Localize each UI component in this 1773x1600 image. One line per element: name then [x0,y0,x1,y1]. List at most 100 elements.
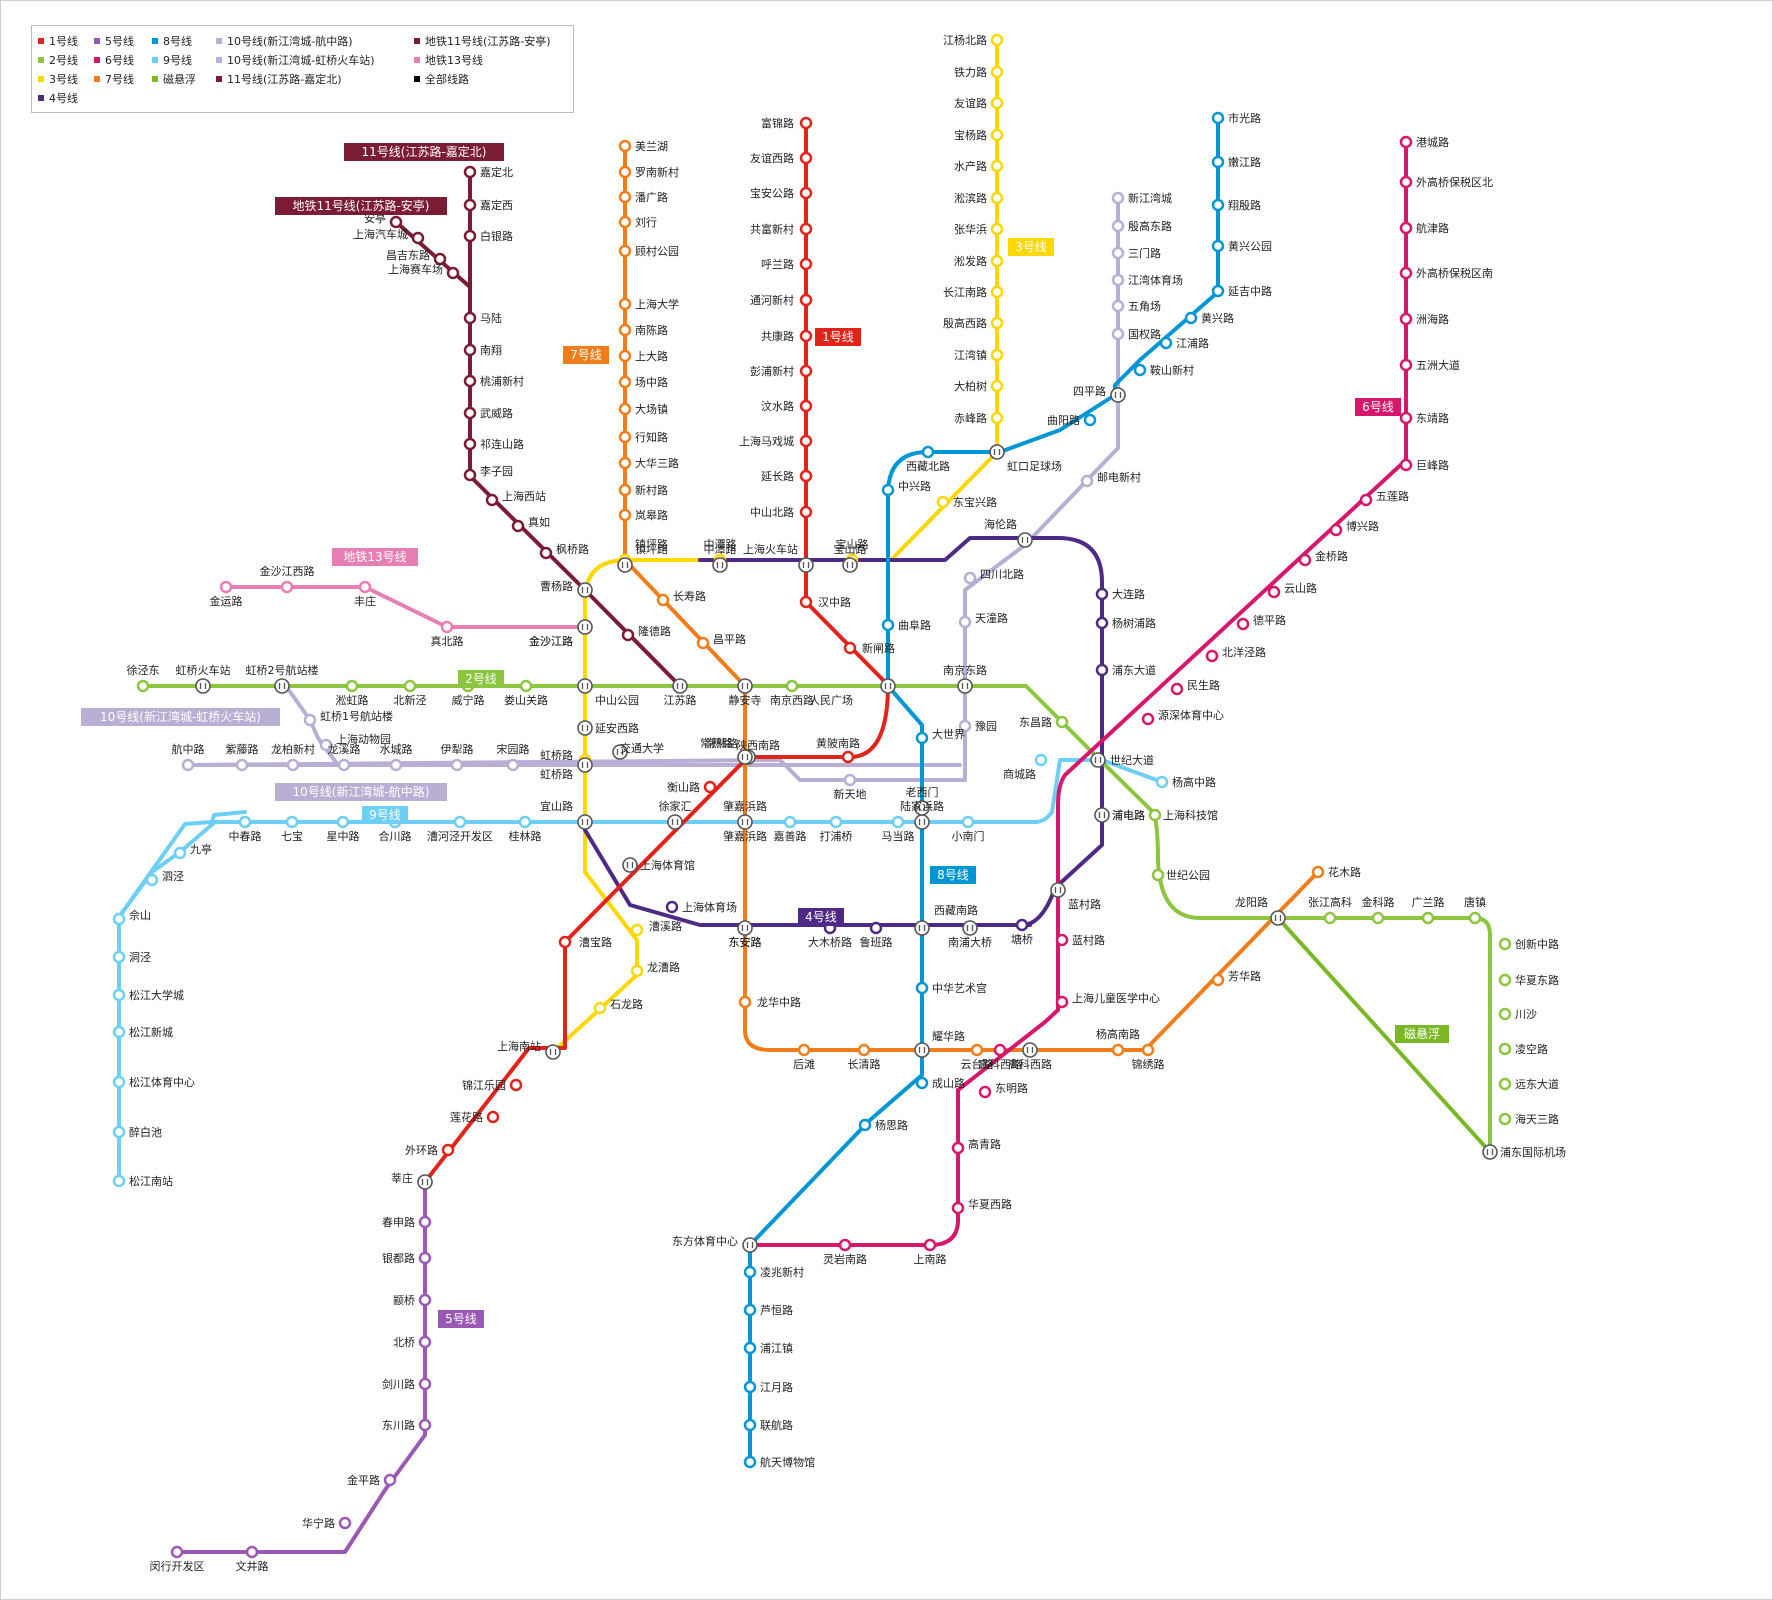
station-dot[interactable] [743,1418,757,1432]
station-dot[interactable] [993,1043,1007,1057]
station-dot[interactable] [1211,111,1225,125]
station-dot[interactable] [463,165,477,179]
legend-item[interactable]: 全部线路 [414,71,469,87]
station-dot[interactable] [1236,617,1250,631]
interchange-station[interactable] [1094,807,1110,823]
station-dot[interactable] [1111,299,1125,313]
station-dot[interactable] [618,349,632,363]
interchange-station[interactable] [577,814,593,830]
station-dot[interactable] [958,719,972,733]
legend-item[interactable]: 地铁11号线(江苏路-安亭) [414,33,551,49]
line-tag[interactable]: 11号线(江苏路-嘉定北) [344,143,504,161]
interchange-station[interactable] [672,678,688,694]
station-dot[interactable] [1498,1042,1512,1056]
station-dot[interactable] [743,1265,757,1279]
station-dot[interactable] [463,374,477,388]
line-tag[interactable]: 2号线 [458,670,504,688]
station-dot[interactable] [783,815,797,829]
legend-item[interactable]: 4号线 [38,90,78,106]
station-dot[interactable] [618,456,632,470]
station-dot[interactable] [1211,198,1225,212]
station-dot[interactable] [1399,312,1413,326]
station-dot[interactable] [618,165,632,179]
station-dot[interactable] [857,1043,871,1057]
interchange-station[interactable] [274,678,290,694]
station-dot[interactable] [630,964,644,978]
station-dot[interactable] [319,738,333,752]
interchange-station[interactable] [195,678,211,694]
station-dot[interactable] [1184,311,1198,325]
interchange-station[interactable] [737,814,753,830]
station-dot[interactable] [881,483,895,497]
station-dot[interactable] [485,493,499,507]
line-tag[interactable]: 1号线 [815,328,861,346]
line-tag[interactable]: 8号线 [930,866,976,884]
interchange-station[interactable] [989,444,1005,460]
station-dot[interactable] [797,1043,811,1057]
station-dot[interactable] [881,618,895,632]
line-tag[interactable]: 5号线 [438,1310,484,1328]
legend-item[interactable]: 9号线 [152,52,192,68]
station-dot[interactable] [463,406,477,420]
station-dot[interactable] [1055,933,1069,947]
station-dot[interactable] [990,96,1004,110]
station-dot[interactable] [1211,973,1225,987]
interchange-station[interactable] [798,557,814,573]
station-dot[interactable] [696,636,710,650]
station-dot[interactable] [970,1043,984,1057]
station-dot[interactable] [1421,911,1435,925]
legend-item[interactable]: 7号线 [94,71,134,87]
station-dot[interactable] [799,469,813,483]
station-dot[interactable] [618,190,632,204]
station-dot[interactable] [486,1110,500,1124]
station-dot[interactable] [539,546,553,560]
legend-item[interactable]: 5号线 [94,33,134,49]
station-dot[interactable] [1298,553,1312,567]
station-dot[interactable] [923,1238,937,1252]
station-dot[interactable] [1055,715,1069,729]
station-dot[interactable] [440,620,454,634]
station-dot[interactable] [1155,775,1169,789]
station-dot[interactable] [1055,995,1069,1009]
legend-item[interactable]: 1号线 [38,33,78,49]
station-dot[interactable] [338,1516,352,1530]
station-dot[interactable] [1151,868,1165,882]
station-dot[interactable] [418,1293,432,1307]
station-dot[interactable] [286,758,300,772]
station-dot[interactable] [990,159,1004,173]
station-dot[interactable] [181,758,195,772]
interchange-station[interactable] [737,749,753,765]
interchange-station[interactable] [1270,910,1286,926]
station-dot[interactable] [799,186,813,200]
station-dot[interactable] [618,508,632,522]
station-dot[interactable] [383,1473,397,1487]
station-dot[interactable] [418,1335,432,1349]
station-dot[interactable] [1083,413,1097,427]
station-dot[interactable] [145,873,159,887]
station-dot[interactable] [112,1174,126,1188]
station-dot[interactable] [1133,363,1147,377]
legend-item[interactable]: 10号线(新江湾城-航中路) [216,33,353,49]
station-dot[interactable] [841,750,855,764]
station-dot[interactable] [1267,585,1281,599]
interchange-station[interactable] [577,678,593,694]
line-tag[interactable]: 9号线 [362,806,408,824]
station-dot[interactable] [869,921,883,935]
station-dot[interactable] [891,815,905,829]
station-dot[interactable] [463,198,477,212]
station-dot[interactable] [915,981,929,995]
line-tag[interactable]: 4号线 [798,908,844,926]
station-dot[interactable] [303,713,317,727]
station-dot[interactable] [936,495,950,509]
station-dot[interactable] [799,257,813,271]
station-dot[interactable] [990,65,1004,79]
station-dot[interactable] [1498,937,1512,951]
station-dot[interactable] [743,1455,757,1469]
station-dot[interactable] [1111,1043,1125,1057]
interchange-station[interactable] [880,678,896,694]
station-dot[interactable] [990,191,1004,205]
station-dot[interactable] [990,33,1004,47]
station-dot[interactable] [621,628,635,642]
station-dot[interactable] [1371,911,1385,925]
station-dot[interactable] [219,580,233,594]
